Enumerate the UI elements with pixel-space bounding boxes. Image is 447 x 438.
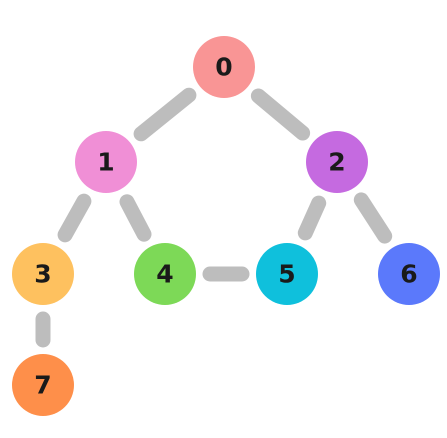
node-5-label: 5 (278, 260, 295, 289)
node-7-circle (12, 354, 74, 416)
node-1-circle (75, 131, 137, 193)
edge-1-4 (119, 194, 152, 242)
node-0-label: 0 (215, 53, 232, 82)
node-3-circle (12, 243, 74, 305)
nodes-layer: 0 1 2 3 4 5 6 7 (12, 36, 440, 416)
node-5: 5 (256, 243, 318, 305)
node-2-circle (306, 131, 368, 193)
node-2-label: 2 (328, 148, 345, 177)
node-1: 1 (75, 131, 137, 193)
edge-1-3 (57, 193, 92, 243)
edge-0-2 (250, 88, 311, 141)
node-7: 7 (12, 354, 74, 416)
node-7-label: 7 (34, 371, 51, 400)
node-0-circle (193, 36, 255, 98)
node-4-circle (134, 243, 196, 305)
edge-2-6 (353, 192, 393, 244)
node-3: 3 (12, 243, 74, 305)
node-4: 4 (134, 243, 196, 305)
node-0: 0 (193, 36, 255, 98)
node-6-label: 6 (400, 260, 417, 289)
node-6-circle (378, 243, 440, 305)
node-2: 2 (306, 131, 368, 193)
node-4-label: 4 (156, 260, 173, 289)
node-5-circle (256, 243, 318, 305)
node-3-label: 3 (34, 260, 51, 289)
edge-2-5 (297, 195, 327, 241)
node-1-label: 1 (97, 148, 114, 177)
edges-layer (35, 87, 393, 348)
edge-0-1 (133, 87, 197, 142)
node-6: 6 (378, 243, 440, 305)
